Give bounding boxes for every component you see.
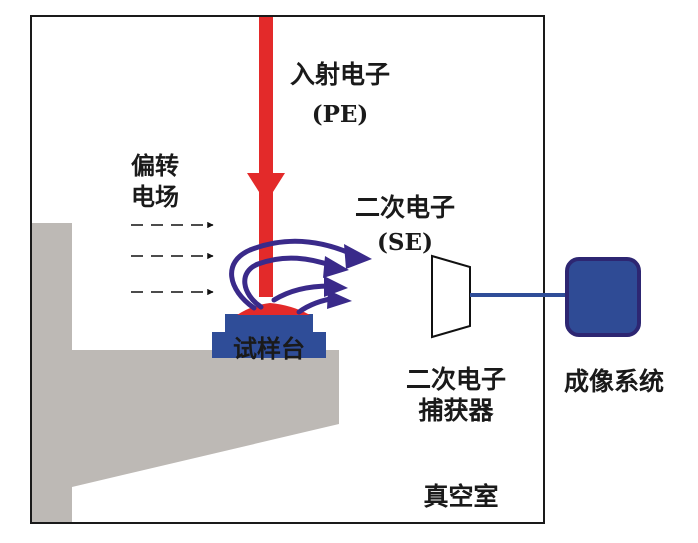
incident-beam-arrowhead [247,173,285,203]
imaging-system-label: 成像系统 [564,367,664,396]
imaging-system-box [565,257,641,337]
se-arrow-path [242,255,336,310]
se-arrow-path [229,238,355,311]
secondary-electron-label: 二次电子 [355,193,455,222]
incident-beam [259,17,273,297]
deflection-field-label-1: 偏转 [131,151,179,180]
sample-stage-label: 试样台 [233,334,305,363]
stage-base [212,332,326,358]
deflection-field-arrows [131,221,214,296]
vacuum-chamber-label: 真空室 [423,482,498,511]
stage-top [225,314,313,333]
incident-electron-label: 入射电子 [290,60,390,89]
deflection-field-label-2: 电场 [131,182,179,211]
secondary-electron-abbrev: (SE) [377,229,433,256]
secondary-electron-arrowheads [323,244,372,309]
incident-electron-abbrev: (PE) [312,101,369,128]
se-detector [431,254,471,339]
se-arrowhead [323,256,349,278]
detector-label-2: 捕获器 [418,396,494,425]
se-arrowhead [327,290,352,309]
sample-spot [237,303,310,315]
stage-holder [32,223,339,522]
se-arrowhead [344,244,372,269]
detector-label-1: 二次电子 [406,365,506,394]
